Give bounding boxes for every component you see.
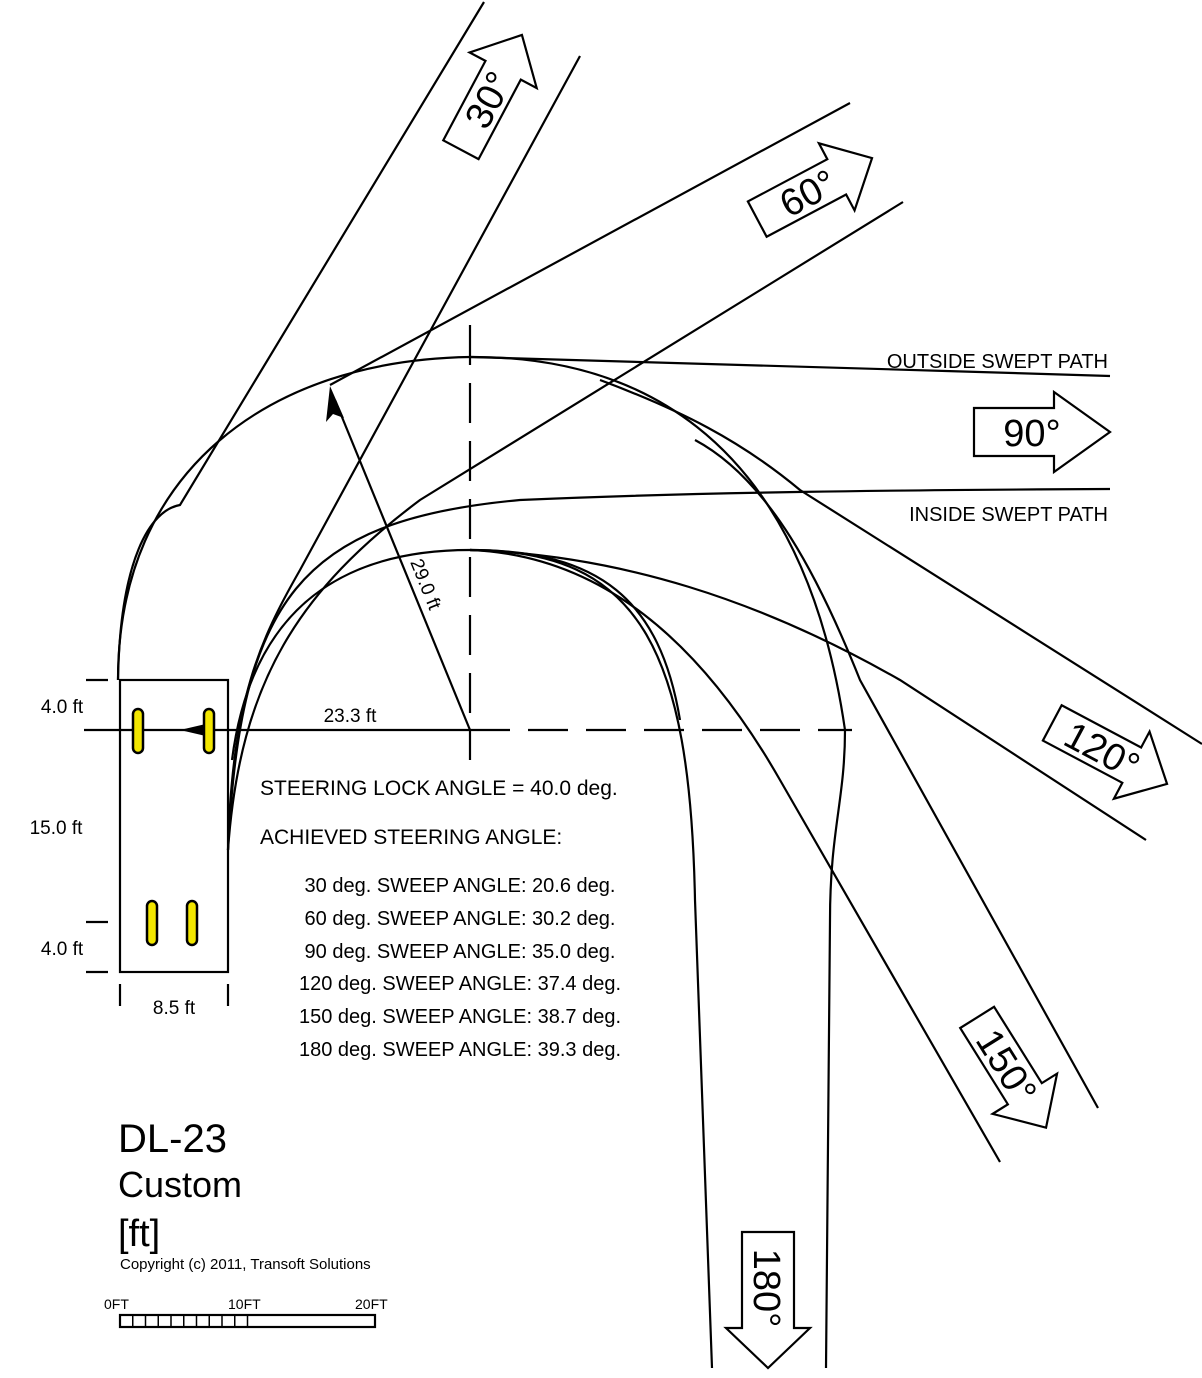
sweep-angle-row: 150 deg. SWEEP ANGLE: 38.7 deg. bbox=[299, 1006, 621, 1028]
radius-line bbox=[333, 399, 472, 731]
vehicle bbox=[86, 678, 230, 1006]
sweep-angle-list: 30 deg. SWEEP ANGLE: 20.6 deg. 60 deg. S… bbox=[299, 875, 621, 1061]
swept-paths bbox=[116, 1, 1202, 1369]
arrow-90: 90° bbox=[972, 389, 1112, 475]
outer-envelope-curve bbox=[116, 355, 847, 731]
inside-swept-path-line bbox=[226, 487, 1111, 851]
path-180-outer bbox=[824, 729, 847, 1369]
inside-swept-path-label: INSIDE SWEPT PATH bbox=[909, 504, 1108, 526]
achieved-steering-header: ACHIEVED STEERING ANGLE: bbox=[260, 826, 562, 849]
arrow-120: 120° bbox=[1041, 703, 1169, 801]
copyright-text: Copyright (c) 2011, Transoft Solutions bbox=[120, 1256, 371, 1273]
scale-bar: 0FT 10FT 20FT bbox=[104, 1296, 388, 1329]
arrow-90-label: 90° bbox=[1003, 413, 1060, 455]
vehicle-name: DL-23 bbox=[118, 1117, 227, 1161]
outside-swept-path-label: OUTSIDE SWEPT PATH bbox=[887, 351, 1108, 373]
path-30-outer bbox=[116, 1, 485, 681]
vehicle-type: Custom bbox=[118, 1164, 242, 1205]
inner-envelope-curve bbox=[230, 548, 682, 761]
dim-wheelbase: 15.0 ft bbox=[30, 818, 84, 839]
arrow-150: 150° bbox=[958, 1005, 1059, 1130]
path-150-outer bbox=[694, 439, 1099, 1109]
title-block: DL-23 Custom [ft] Copyright (c) 2011, Tr… bbox=[118, 1117, 371, 1273]
outside-swept-path-line bbox=[469, 355, 1111, 378]
units-label: [ft] bbox=[118, 1213, 160, 1255]
arrow-30: 30° bbox=[441, 33, 539, 161]
front-left-tire bbox=[131, 707, 145, 755]
dim-rear-overhang: 4.0 ft bbox=[41, 939, 84, 960]
sweep-angle-row: 180 deg. SWEEP ANGLE: 39.3 deg. bbox=[299, 1039, 621, 1061]
arrow-180: 180° bbox=[723, 1230, 813, 1370]
scale-label-10: 10FT bbox=[228, 1296, 261, 1312]
construction-lines bbox=[84, 325, 852, 760]
vehicle-body bbox=[118, 678, 230, 974]
axle-arrowhead bbox=[180, 723, 210, 737]
path-120-inner bbox=[469, 548, 1147, 841]
path-150-inner bbox=[469, 548, 1001, 1163]
sweep-angle-row: 90 deg. SWEEP ANGLE: 35.0 deg. bbox=[305, 941, 616, 963]
sweep-angle-row: 30 deg. SWEEP ANGLE: 20.6 deg. bbox=[305, 875, 616, 897]
dim-width: 8.5 ft bbox=[153, 998, 196, 1019]
offset-label: 23.3 ft bbox=[324, 706, 378, 727]
dim-front-overhang: 4.0 ft bbox=[41, 697, 84, 718]
rear-left-tire-2 bbox=[185, 899, 199, 947]
path-180-inner bbox=[469, 548, 714, 1369]
radius-arrowhead bbox=[326, 386, 344, 422]
turn-arrows: 30° 60° 90° 120° 150° 180° bbox=[441, 33, 1169, 1370]
arrow-180-label: 180° bbox=[745, 1249, 787, 1328]
path-120-outer bbox=[599, 378, 1202, 745]
scale-bar-ticks bbox=[132, 1315, 249, 1327]
scale-label-20: 20FT bbox=[355, 1296, 388, 1312]
rear-left-tire-1 bbox=[145, 899, 159, 947]
sweep-angle-row: 120 deg. SWEEP ANGLE: 37.4 deg. bbox=[299, 973, 621, 995]
arrow-60: 60° bbox=[746, 141, 874, 239]
path-60-outer bbox=[329, 102, 851, 386]
sweep-angle-row: 60 deg. SWEEP ANGLE: 30.2 deg. bbox=[305, 908, 616, 930]
steering-lock-label: STEERING LOCK ANGLE = 40.0 deg. bbox=[260, 777, 618, 800]
front-right-tire bbox=[202, 707, 216, 755]
annotations: OUTSIDE SWEPT PATH INSIDE SWEPT PATH 29.… bbox=[30, 351, 1108, 1061]
path-60-inner bbox=[226, 201, 904, 851]
scale-label-0: 0FT bbox=[104, 1296, 129, 1312]
